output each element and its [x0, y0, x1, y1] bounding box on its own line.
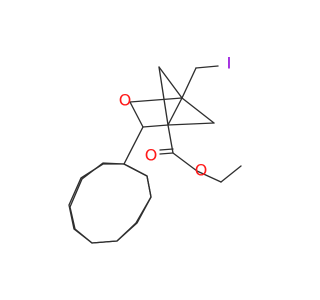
bond-ch2-to-iodine	[195, 65, 219, 69]
bond-carbonyl-double-a	[159, 152, 174, 155]
ester-oxygen-label: O	[195, 161, 208, 180]
bond-to-ch2	[181, 67, 197, 99]
molecule-structure: O I O O	[68, 54, 242, 244]
bond-bridge-top-left	[158, 66, 183, 99]
bond-ch-to-core	[142, 124, 169, 128]
bond-right-bridge	[181, 97, 215, 124]
bond-core-to-carbonyl-carbon	[167, 124, 174, 154]
bond-o-to-ch	[129, 101, 144, 128]
bond-carbonyl-double-b	[159, 148, 174, 151]
cyclooctane-ring	[69, 162, 152, 244]
bond-right-bridge-lower	[167, 122, 215, 126]
bond-ethyl-to-methyl	[220, 165, 242, 183]
bond-to-cyclooctyl	[123, 126, 144, 165]
molecule-canvas: O I O O	[68, 53, 242, 244]
ring-oxygen-label: O	[119, 91, 132, 110]
bond-ester-oxygen-to-ethyl	[196, 170, 222, 183]
iodine-label: I	[227, 54, 232, 73]
bond-carbonyl-to-ester-oxygen	[172, 152, 198, 172]
carbonyl-oxygen-label: O	[145, 146, 158, 165]
bond-bridge-top-lower	[158, 66, 169, 126]
bond-bridgehead-to-o	[129, 97, 183, 103]
cyclooctane-edge-overlay	[68, 163, 152, 244]
bond-core-axis	[167, 97, 183, 126]
